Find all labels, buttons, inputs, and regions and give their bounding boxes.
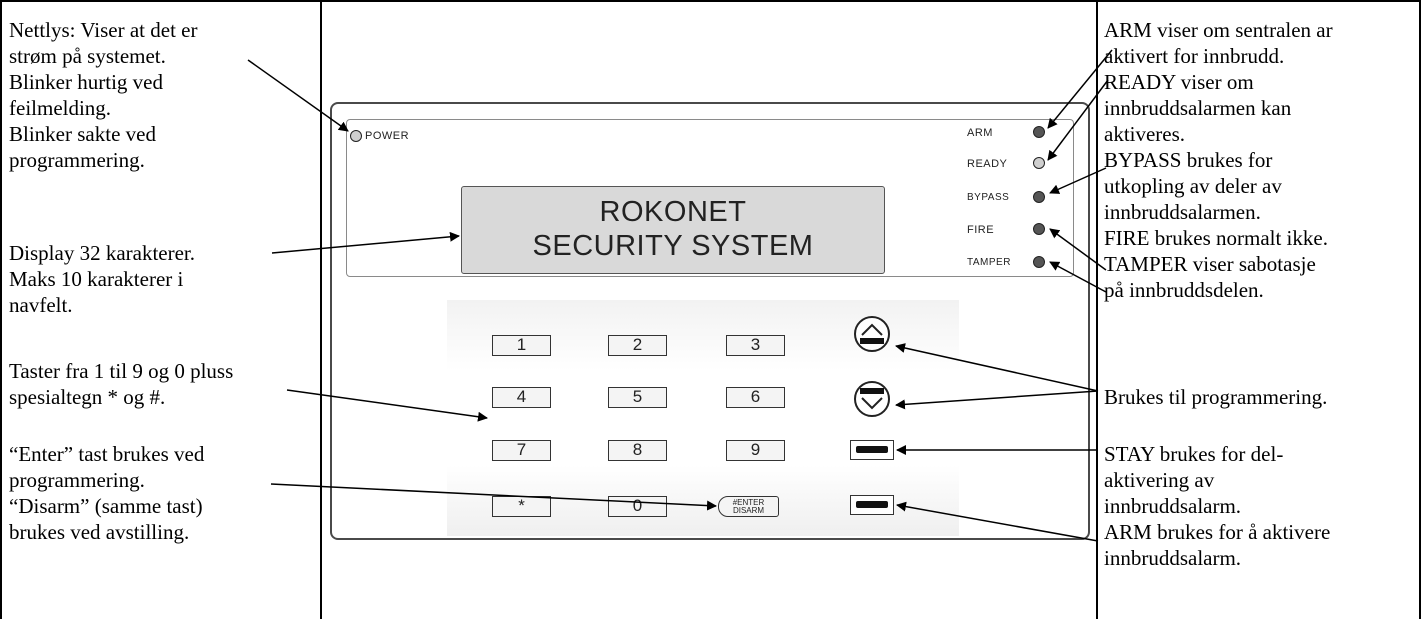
arm-led-note: ARM viser om sentralen ar aktivert for i… xyxy=(1104,18,1333,68)
stay-key[interactable] xyxy=(850,440,894,460)
key-8[interactable]: 8 xyxy=(608,440,667,461)
keys-note: Taster fra 1 til 9 og 0 pluss spesialteg… xyxy=(9,359,234,409)
key-1[interactable]: 1 xyxy=(492,335,551,356)
key-7[interactable]: 7 xyxy=(492,440,551,461)
key-0[interactable]: 0 xyxy=(608,496,667,517)
arm-led-label: ARM xyxy=(967,127,993,139)
power-label: POWER xyxy=(365,130,410,142)
ready-led-icon xyxy=(1033,157,1045,169)
key-5[interactable]: 5 xyxy=(608,387,667,408)
disarm-key-label: DISARM xyxy=(732,506,765,515)
fire-led-icon xyxy=(1033,223,1045,235)
scroll-up-key[interactable] xyxy=(853,315,891,353)
arm-led-icon xyxy=(1033,126,1045,138)
ready-led-note: READY viser om innbruddsalarmen kan akti… xyxy=(1104,70,1292,146)
scroll-down-key[interactable] xyxy=(853,380,891,418)
bypass-led-note: BYPASS brukes for utkopling av deler av … xyxy=(1104,148,1282,224)
key-6[interactable]: 6 xyxy=(726,387,785,408)
stay-key-note: STAY brukes for del- aktivering av innbr… xyxy=(1104,442,1284,518)
frame-left xyxy=(0,0,2,619)
key-3[interactable]: 3 xyxy=(726,335,785,356)
fire-led-label: FIRE xyxy=(967,224,995,236)
power-led-icon xyxy=(350,130,362,142)
enter-disarm-key[interactable]: #ENTER DISARM xyxy=(718,496,779,517)
enter-key-label: #ENTER xyxy=(732,498,765,507)
lcd-line-2: SECURITY SYSTEM xyxy=(532,230,814,262)
arm-key[interactable] xyxy=(850,495,894,515)
bypass-led-label: BYPASS xyxy=(967,192,1010,203)
display-note: Display 32 karakterer. Maks 10 karaktere… xyxy=(9,241,196,317)
tamper-led-icon xyxy=(1033,256,1045,268)
key-9[interactable]: 9 xyxy=(726,440,785,461)
enter-note: “Enter” tast brukes ved programmering. “… xyxy=(9,442,205,544)
fire-led-note: FIRE brukes normalt ikke. xyxy=(1104,226,1328,250)
programming-note: Brukes til programmering. xyxy=(1104,385,1328,409)
lcd-display: ROKONET SECURITY SYSTEM xyxy=(461,186,885,274)
ready-led-label: READY xyxy=(967,158,1008,170)
bypass-led-icon xyxy=(1033,191,1045,203)
power-note: Nettlys: Viser at det er strøm på system… xyxy=(9,18,198,172)
arm-key-note: ARM brukes for å aktivere innbruddsalarm… xyxy=(1104,520,1331,570)
frame-divider-left xyxy=(320,0,322,619)
key-4[interactable]: 4 xyxy=(492,387,551,408)
frame-divider-right xyxy=(1096,0,1098,619)
frame-top xyxy=(0,0,1421,2)
key-star[interactable]: * xyxy=(492,496,551,517)
key-2[interactable]: 2 xyxy=(608,335,667,356)
lcd-line-1: ROKONET xyxy=(599,196,747,228)
tamper-led-label: TAMPER xyxy=(967,257,1011,268)
frame-right xyxy=(1419,0,1421,619)
tamper-led-note: TAMPER viser sabotasje på innbruddsdelen… xyxy=(1104,252,1316,302)
